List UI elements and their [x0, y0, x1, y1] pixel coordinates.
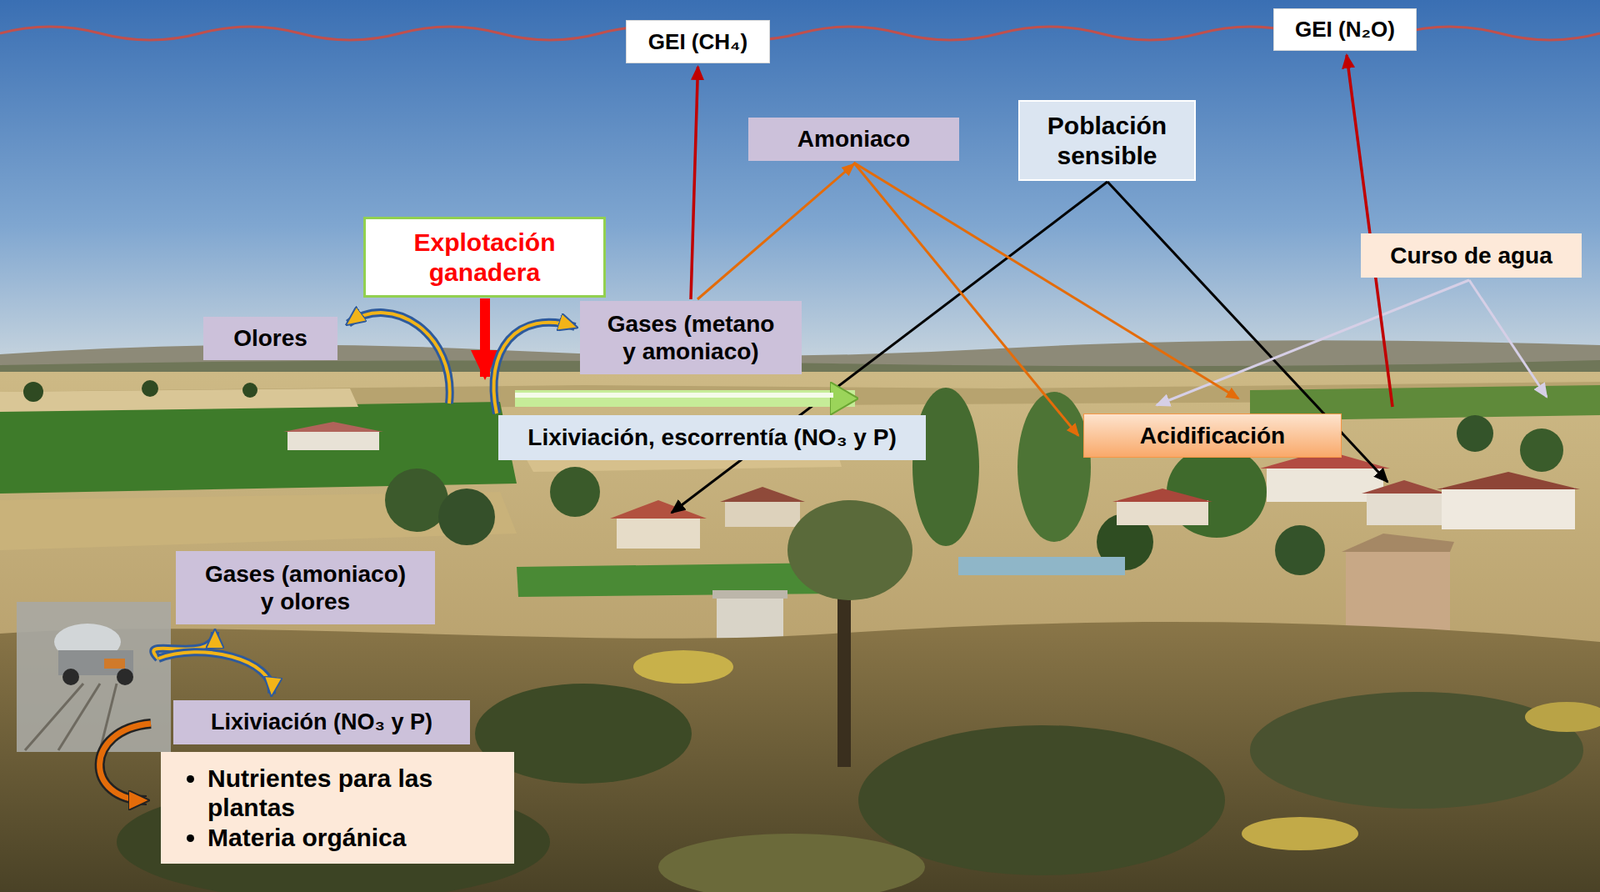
village-houses [1361, 480, 1447, 494]
bullet-item: Materia orgánica [207, 822, 505, 852]
edge-layer [690, 66, 1239, 436]
label-box: Explotación ganadera [363, 216, 606, 298]
farm-building [287, 431, 380, 450]
connector-arrow [854, 162, 1240, 399]
flow-arrows [100, 723, 151, 800]
foreground-shrubs [787, 500, 913, 600]
flow-arrows [100, 298, 855, 800]
village-houses [1112, 488, 1213, 502]
village-houses [616, 516, 700, 549]
flow-arrows [493, 322, 575, 414]
trees [385, 468, 449, 532]
connector-arrow [697, 164, 855, 300]
label-box: GEI (CH₄) [625, 20, 770, 64]
village-houses [610, 500, 707, 519]
tractor-photo [16, 601, 171, 752]
trees [912, 387, 980, 546]
node-text: GEI (CH₄) [633, 29, 763, 55]
trees [1520, 428, 1564, 472]
village-houses [1345, 550, 1450, 634]
foreground-shrubs [658, 833, 925, 892]
trees [550, 466, 600, 517]
bullet-list: Nutrientes para las plantasMateria orgán… [170, 763, 505, 852]
node-text: Gases (metano y amoniaco) [600, 310, 782, 365]
flow-arrows [158, 651, 272, 694]
label-box: GEI (N₂O) [1273, 8, 1417, 51]
village-houses [1341, 533, 1455, 552]
tractor-photo [104, 658, 125, 669]
trees [242, 382, 258, 398]
tractor-photo [116, 668, 134, 685]
farm-building [283, 421, 384, 450]
fields [0, 388, 359, 412]
tractor-photo [25, 683, 84, 750]
connector-arrow [854, 162, 1080, 436]
flow-arrows [493, 322, 575, 414]
label-box: Nutrientes para las plantasMateria orgán… [160, 751, 515, 864]
flow-arrows [515, 390, 855, 407]
node-text: Curso de agua [1367, 241, 1575, 270]
leader-lines [1346, 55, 1393, 407]
foreground-shrubs [858, 725, 1225, 875]
leader-lines [1156, 280, 1470, 405]
foreground-shrubs [0, 500, 1600, 892]
trees [1017, 391, 1091, 542]
node-text: Olores [210, 324, 331, 352]
leader-lines [1469, 280, 1547, 397]
node-text: Acidificación [1090, 421, 1335, 450]
farm-building [283, 421, 384, 432]
flow-arrows [480, 298, 490, 377]
node-text: Amoniaco [756, 125, 951, 153]
village-houses [725, 500, 800, 527]
label-box: Lixiviación, escorrentía (NO₃ y P) [498, 415, 926, 460]
label-box: Amoniaco [748, 117, 960, 161]
village-houses [1441, 487, 1575, 530]
village-houses [1116, 500, 1209, 525]
flow-arrows [348, 312, 450, 404]
sky [0, 0, 1600, 375]
node-text: Población sensible [1028, 110, 1186, 170]
village-houses [1436, 471, 1580, 490]
foreground-shrubs [1525, 701, 1600, 732]
node-text: Gases (amoniaco) y olores [199, 560, 412, 615]
label-box: Gases (amoniaco) y olores [175, 550, 435, 625]
village-houses [1266, 466, 1384, 502]
village-houses [958, 556, 1125, 575]
bullet-item: Nutrientes para las plantas [207, 763, 505, 823]
trees [438, 488, 495, 545]
node-text: Lixiviación (NO₃ y P) [180, 709, 464, 736]
label-box: Olores [203, 316, 338, 360]
trees [1456, 415, 1494, 452]
node-text: GEI (N₂O) [1280, 16, 1410, 43]
label-box: Gases (metano y amoniaco) [580, 300, 802, 375]
node-text: Lixiviación, escorrentía (NO₃ y P) [505, 423, 920, 451]
flow-arrows [158, 651, 272, 694]
village-houses [712, 590, 788, 599]
foreground-shrubs [633, 650, 734, 684]
node-text: Explotación ganadera [375, 227, 594, 287]
label-box: Acidificación [1083, 413, 1342, 458]
tractor-photo [16, 601, 171, 752]
connector-arrow [690, 66, 699, 300]
village-houses [1366, 491, 1442, 525]
fields [0, 371, 1600, 892]
label-box: Población sensible [1018, 100, 1196, 181]
trees [1275, 525, 1325, 575]
tractor-photo [58, 683, 100, 750]
fields [0, 371, 1600, 892]
flow-arrows [515, 392, 834, 398]
flow-arrows [100, 723, 151, 800]
tractor-photo [62, 668, 80, 685]
trees [23, 381, 44, 402]
trees [141, 380, 159, 397]
flow-arrows [348, 312, 450, 404]
village-houses [720, 486, 805, 502]
foreground-shrubs [1241, 816, 1359, 850]
label-box: Curso de agua [1360, 233, 1582, 278]
sky [0, 0, 1600, 375]
label-box: Lixiviación (NO₃ y P) [173, 700, 470, 745]
village-houses [610, 450, 1580, 650]
